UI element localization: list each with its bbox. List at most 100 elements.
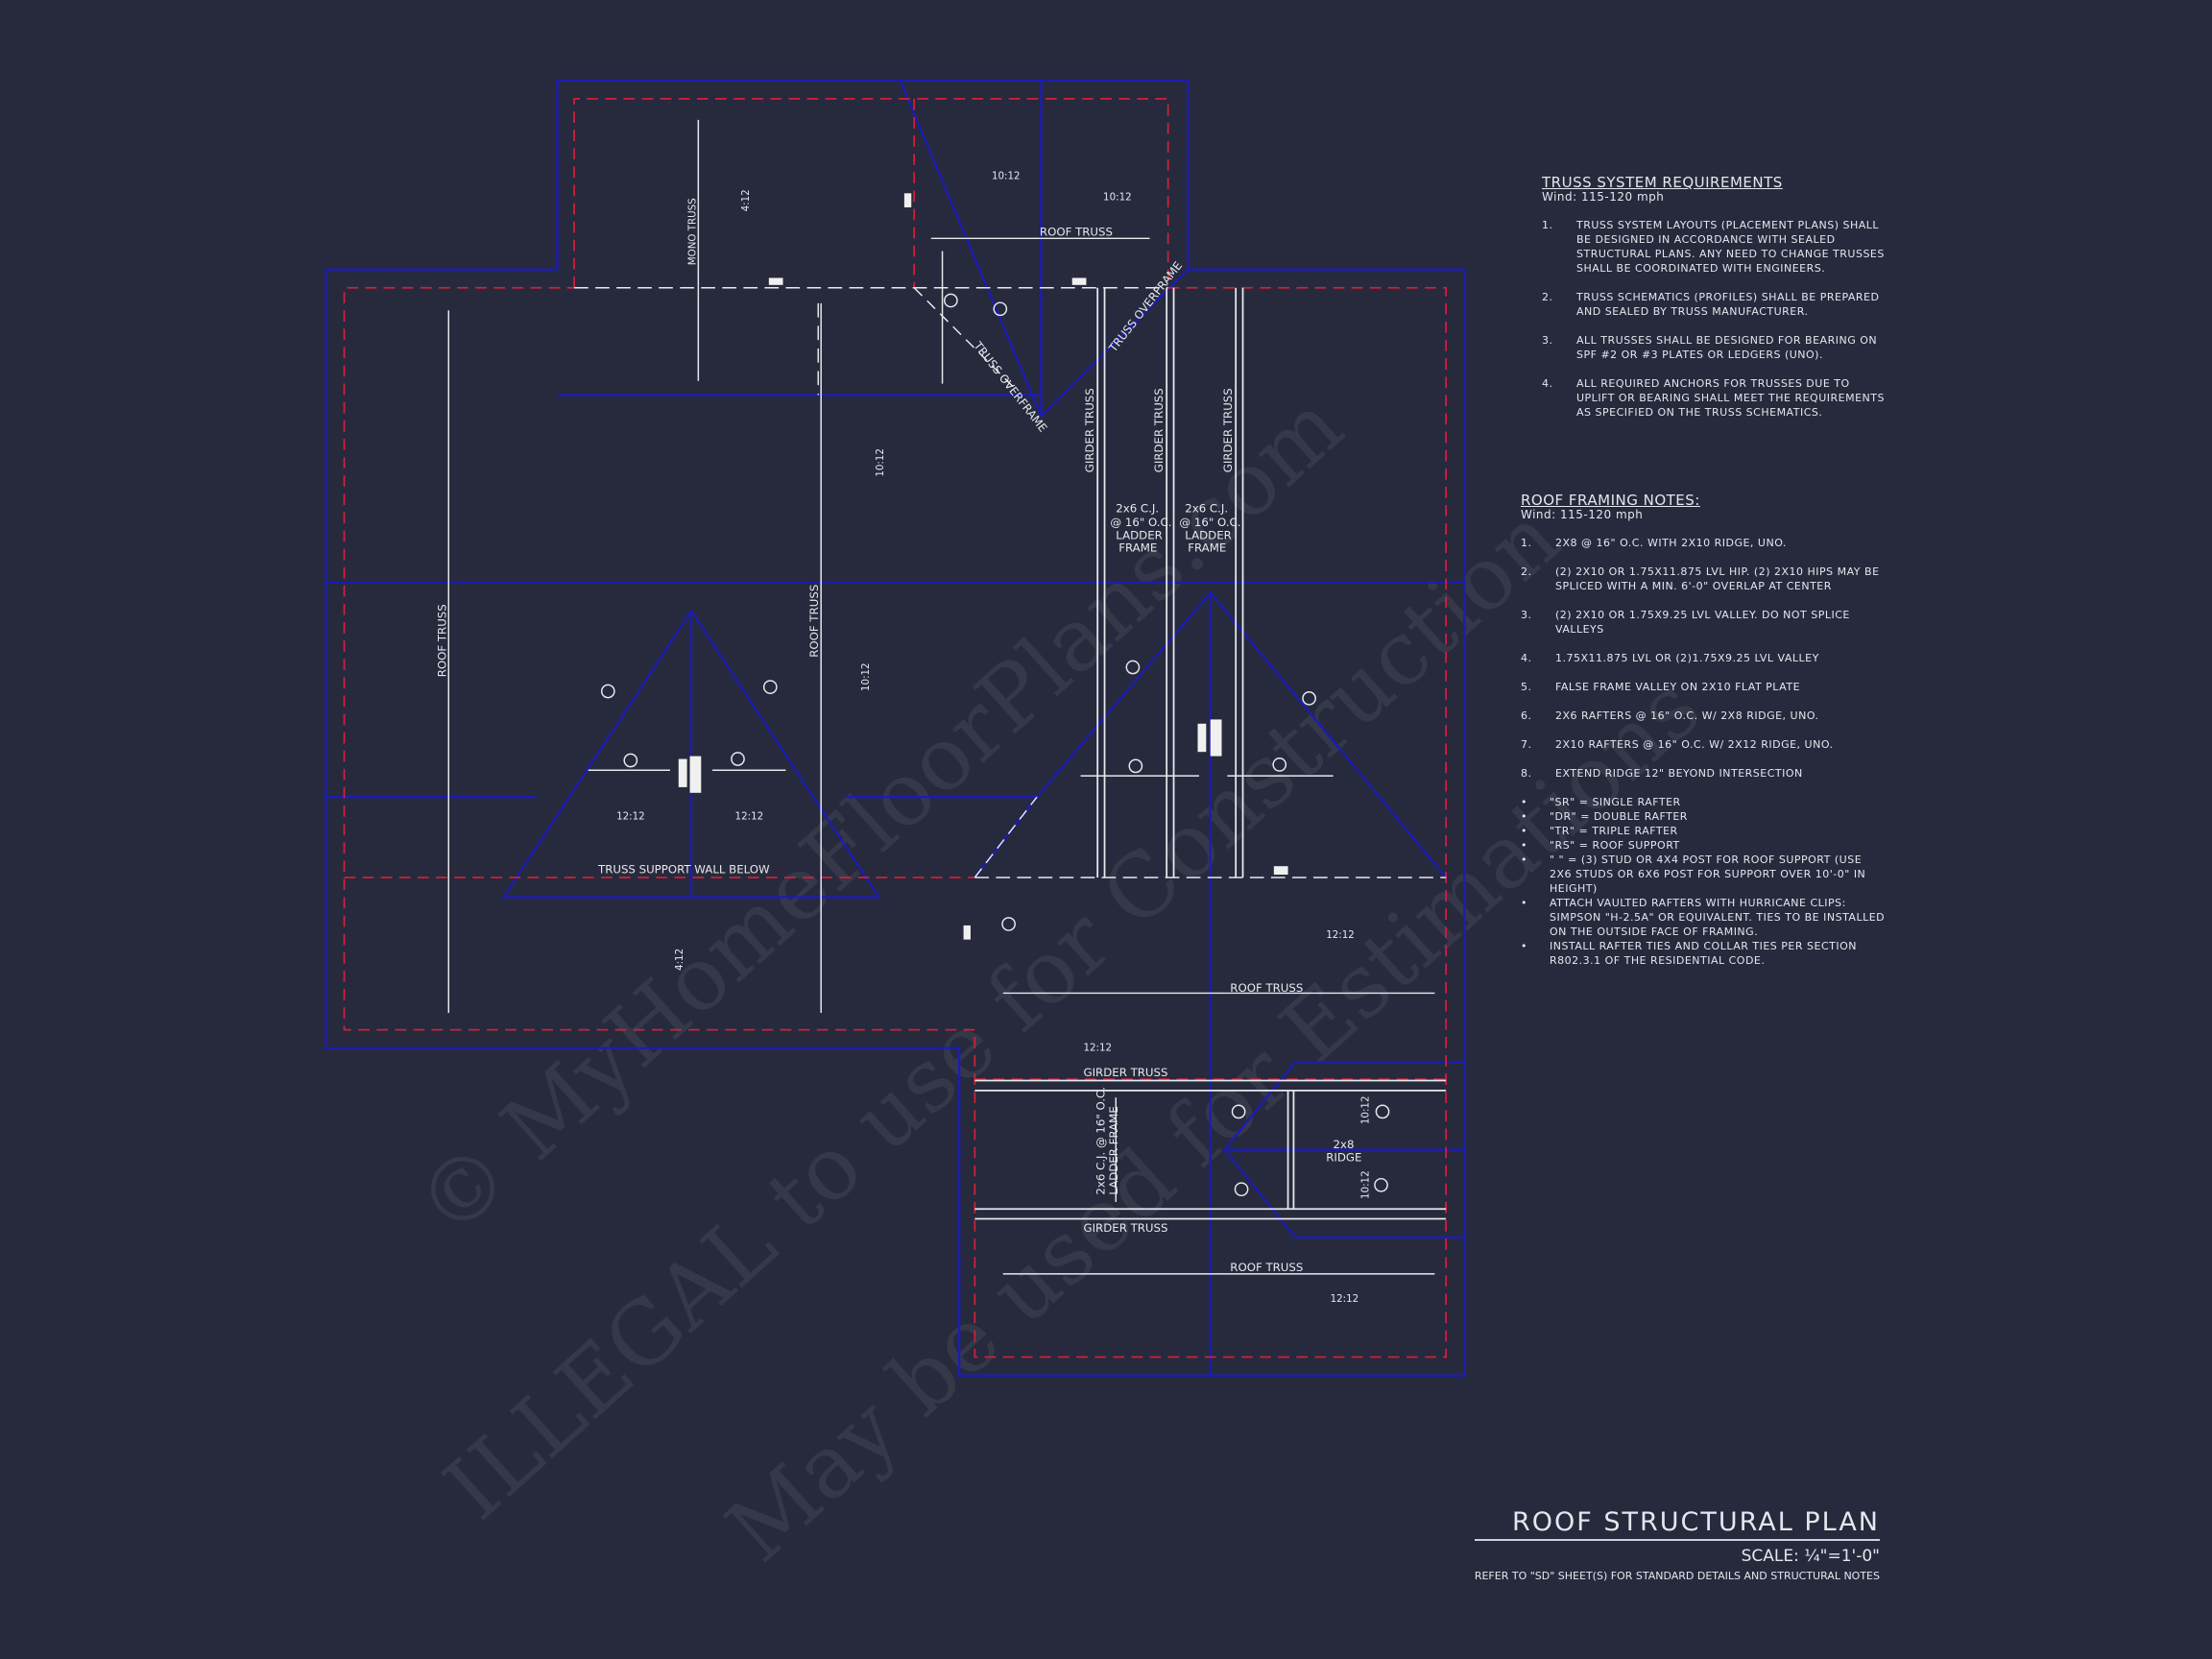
note-number: 2.	[1521, 565, 1532, 578]
section-title: TRUSS SYSTEM REQUIREMENTS	[1542, 174, 1783, 191]
legend-item: • "RS" = ROOF SUPPORT	[1521, 838, 1886, 853]
label-line: LADDER	[1116, 528, 1163, 541]
label-pitch: 12:12	[1083, 1043, 1112, 1054]
note-number: 3.	[1521, 609, 1532, 621]
label-mono-truss: MONO TRUSS	[686, 198, 698, 265]
legend-item: •ATTACH VAULTED RAFTERS WITH HURRICANE C…	[1521, 896, 1886, 939]
label-ridge: RIDGE	[1326, 1150, 1361, 1164]
note-item: 4.ALL REQUIRED ANCHORS FOR TRUSSES DUE T…	[1542, 376, 1887, 420]
legend-item: •" " = (3) STUD OR 4x4 POST FOR ROOF SUP…	[1521, 853, 1886, 896]
note-text: 1.75x11.875 LVL OR (2)1.75x9.25 LVL VALL…	[1555, 652, 1819, 664]
label-pitch: 12:12	[735, 811, 764, 823]
note-number: 1.	[1521, 537, 1532, 549]
note-text: 2x8 @ 16" O.C. WITH 2x10 RIDGE, UNO.	[1555, 537, 1787, 549]
label-line: FRAME	[1118, 541, 1157, 555]
legend-item: • "TR" = TRIPLE RAFTER	[1521, 824, 1886, 838]
legend-text: " " = (3) STUD OR 4x4 POST FOR ROOF SUPP…	[1550, 854, 1866, 895]
note-number: 2.	[1542, 291, 1553, 303]
post-markers	[600, 293, 1390, 1197]
bullet-icon: •	[1521, 839, 1527, 852]
wall-outline	[325, 79, 1466, 1377]
legend-item: •INSTALL RAFTER TIES AND COLLAR TIES PER…	[1521, 939, 1886, 968]
truss-system-requirements: TRUSS SYSTEM REQUIREMENTS Wind: 115-120 …	[1542, 176, 1887, 434]
note-number: 3.	[1542, 334, 1553, 347]
label-pitch: 10:12	[1359, 1096, 1371, 1125]
label-line: 2x6 C.J.	[1116, 501, 1159, 515]
label-line: FRAME	[1188, 541, 1226, 555]
note-number: 1.	[1542, 219, 1553, 231]
title-block: ROOF STRUCTURAL PLAN SCALE: ¼"=1'-0" REF…	[1474, 1507, 1880, 1582]
note-number: 4.	[1542, 377, 1553, 390]
label-ladder-frame: LADDER FRAME	[1107, 1106, 1120, 1194]
framing-lines	[447, 119, 1447, 1275]
label-pitch: 12:12	[1326, 929, 1355, 941]
note-number: 8.	[1521, 767, 1532, 780]
drawing-scale: SCALE: ¼"=1'-0"	[1741, 1547, 1880, 1566]
label-ladder-frame: 2x6 C.J. @ 16" O.C. LADDER FRAME 2x6 C.J…	[1110, 501, 1240, 554]
support-blocks	[678, 193, 1288, 940]
bullet-icon: •	[1521, 810, 1527, 823]
label-pitch: 12:12	[1331, 1293, 1359, 1305]
note-text: ALL TRUSSES SHALL BE DESIGNED FOR BEARIN…	[1576, 334, 1878, 361]
note-item: 8. EXTEND RIDGE 12" BEYOND INTERSECTION	[1521, 766, 1886, 781]
legend-item: • "DR" = DOUBLE RAFTER	[1521, 809, 1886, 824]
label-ladder-frame: 2x6 C.J. @ 16" O.C.	[1094, 1087, 1108, 1195]
note-item: 2. (2) 2x10 OR 1.75x11.875 LVL HIP. (2) 2…	[1521, 565, 1886, 593]
label-pitch: 10:12	[860, 662, 872, 691]
legend-text: "SR" = SINGLE RAFTER	[1550, 796, 1681, 808]
label-pitch: 10:12	[875, 448, 886, 477]
reference-note: REFER TO "SD" SHEET(S) FOR STANDARD DETA…	[1474, 1570, 1880, 1582]
label-roof-truss: ROOF TRUSS	[1230, 981, 1303, 995]
label-line: @ 16" O.C.	[1179, 516, 1240, 529]
label-girder-truss: GIRDER TRUSS	[1221, 388, 1235, 472]
note-item: 3. ALL TRUSSES SHALL BE DESIGNED FOR BEAR…	[1542, 333, 1887, 362]
label-line: @ 16" O.C.	[1110, 516, 1171, 529]
legend-text: "RS" = ROOF SUPPORT	[1550, 839, 1680, 852]
legend-text: "TR" = TRIPLE RAFTER	[1550, 825, 1678, 837]
note-text: (2) 2x10 OR 1.75x9.25 LVL VALLEY. DO NOT…	[1555, 609, 1850, 636]
legend-item: • "SR" = SINGLE RAFTER	[1521, 795, 1886, 809]
label-pitch: 10:12	[1103, 192, 1132, 204]
note-item: 5. FALSE FRAME VALLEY ON 2x10 FLAT PLATE	[1521, 680, 1886, 694]
bullet-icon: •	[1521, 825, 1527, 837]
label-pitch: 12:12	[616, 811, 645, 823]
roof-framing-notes: ROOF FRAMING NOTES: Wind: 115-120 mph 1.…	[1521, 493, 1886, 968]
note-text: 2x6 RAFTERS @ 16" O.C. W/ 2x8 RIDGE, UNO…	[1555, 709, 1819, 722]
wind-rating: Wind: 115-120 mph	[1521, 508, 1644, 521]
note-item: 2. TRUSS SCHEMATICS (PROFILES) SHALL BE P…	[1542, 290, 1887, 319]
label-truss-overframe: TRUSS OVERFRAME	[971, 338, 1050, 434]
note-text: 2x10 RAFTERS @ 16" O.C. W/ 2x12 RIDGE, U…	[1555, 738, 1834, 751]
label-pitch: 4:12	[740, 189, 752, 211]
note-number: 7.	[1521, 738, 1532, 751]
label-girder-truss: GIRDER TRUSS	[1083, 1066, 1167, 1079]
label-truss-support-wall: TRUSS SUPPORT WALL BELOW	[597, 863, 770, 877]
note-text: FALSE FRAME VALLEY ON 2x10 FLAT PLATE	[1555, 681, 1801, 693]
note-text: EXTEND RIDGE 12" BEYOND INTERSECTION	[1555, 767, 1803, 780]
note-item: 1. 2x8 @ 16" O.C. WITH 2x10 RIDGE, UNO.	[1521, 536, 1886, 550]
label-line: 2x6 C.J.	[1185, 501, 1228, 515]
note-number: 5.	[1521, 681, 1532, 693]
label-pitch: 10:12	[1359, 1170, 1371, 1199]
note-item: 1. TRUSS SYSTEM LAYOUTS (PLACEMENT PLANS)…	[1542, 218, 1887, 276]
section-title: ROOF FRAMING NOTES:	[1521, 492, 1700, 509]
note-item: 4.1.75x11.875 LVL OR (2)1.75x9.25 LVL VA…	[1521, 651, 1886, 665]
label-pitch: 10:12	[992, 171, 1021, 182]
note-text: TRUSS SYSTEM LAYOUTS (PLACEMENT PLANS) S…	[1576, 219, 1885, 275]
girder-truss-horizontal	[974, 1079, 1447, 1220]
label-roof-truss: ROOF TRUSS	[435, 604, 448, 677]
note-number: 6.	[1521, 709, 1532, 722]
label-girder-truss: GIRDER TRUSS	[1083, 1221, 1167, 1235]
drawing-title: ROOF STRUCTURAL PLAN	[1474, 1507, 1880, 1541]
legend-text: "DR" = DOUBLE RAFTER	[1550, 810, 1688, 823]
note-text: (2) 2x10 OR 1.75x11.875 LVL HIP. (2) 2x1…	[1555, 565, 1880, 592]
bullet-icon: •	[1521, 940, 1527, 952]
note-text: TRUSS SCHEMATICS (PROFILES) SHALL BE PRE…	[1576, 291, 1880, 318]
bullet-icon: •	[1521, 897, 1527, 909]
bullet-icon: •	[1521, 796, 1527, 808]
note-item: 3. (2) 2x10 OR 1.75x9.25 LVL VALLEY. DO N…	[1521, 608, 1886, 637]
label-girder-truss: GIRDER TRUSS	[1152, 388, 1166, 472]
label-roof-truss: ROOF TRUSS	[1230, 1261, 1303, 1274]
label-roof-truss: ROOF TRUSS	[807, 585, 821, 658]
label-line: LADDER	[1185, 528, 1232, 541]
label-ridge: 2x8	[1334, 1138, 1355, 1151]
